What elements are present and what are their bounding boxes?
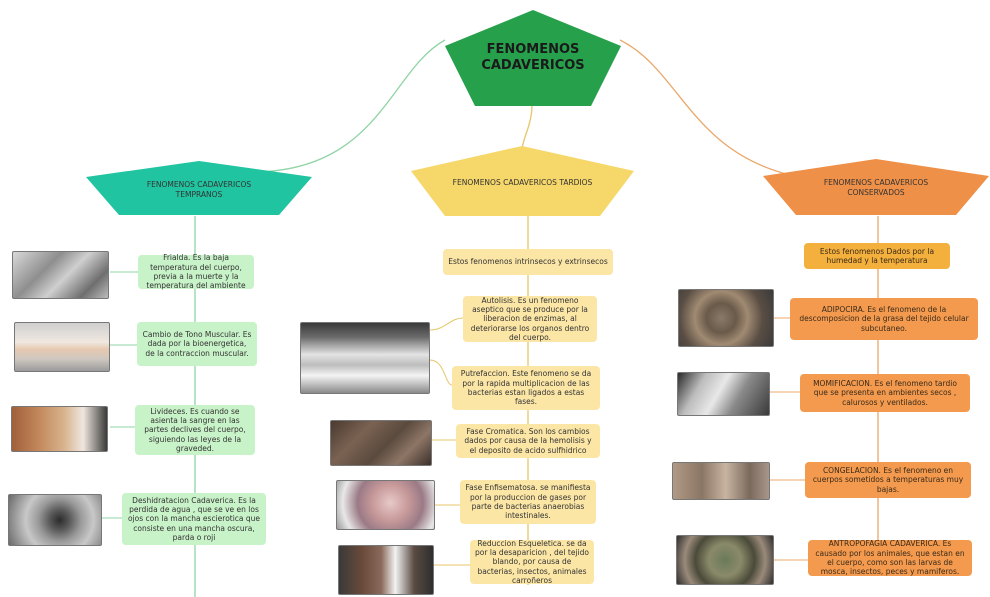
node-deshidratacion-text: Deshidratacion Cadaverica. Es la perdida… xyxy=(127,495,261,543)
emphysematous-phase-photo xyxy=(336,480,435,530)
node-reduccion-esqueletica[interactable]: Reduccion Esqueletica. se da por la desa… xyxy=(470,538,594,586)
node-antropofagia[interactable]: ANTROPOFAGIA CADAVERICA. Es causado por … xyxy=(808,539,972,577)
cold-body-photo xyxy=(12,251,109,299)
connector-root-tardios xyxy=(521,104,533,151)
node-humedad[interactable]: Estos fenomenos Dados por la humedad y l… xyxy=(804,243,950,269)
node-humedad-text: Estos fenomenos Dados por la humedad y l… xyxy=(819,246,935,265)
branch-conservados[interactable]: FENOMENOS CADAVERICOS CONSERVADOS xyxy=(762,158,990,216)
branch-tempranos[interactable]: FENOMENOS CADAVERICOS TEMPRANOS xyxy=(85,160,313,216)
branch-tardios[interactable]: FENOMENOS CADAVERICOS TARDIOS xyxy=(410,145,635,217)
branch-tempranos-shape xyxy=(86,161,312,215)
cadaveric-anthropophagy-photo xyxy=(676,535,774,585)
lividity-photo xyxy=(11,406,108,452)
dehydration-eye-photo xyxy=(8,494,102,546)
root-node[interactable]: FENOMENOS CADAVERICOS xyxy=(443,8,623,108)
autolysis-photo xyxy=(300,322,430,394)
branch-conservados-shape xyxy=(763,159,989,215)
connector-root-conservados xyxy=(619,39,791,176)
muscle-tone-photo xyxy=(14,322,110,372)
node-congelacion-text: CONGELACION. Es el fenomeno en cuerpos s… xyxy=(812,465,964,494)
branch-tardios-title: FENOMENOS CADAVERICOS TARDIOS xyxy=(452,178,593,187)
node-tono-muscular[interactable]: Cambio de Tono Muscular. Es dada por la … xyxy=(137,322,257,366)
node-momificacion-text: MOMIFICACION. Es el fenomeno tardio que … xyxy=(813,378,957,407)
node-tono-muscular-text: Cambio de Tono Muscular. Es dada por la … xyxy=(142,329,252,358)
node-adipocira-text: ADIPOCIRA. Es el fenomeno de la descompo… xyxy=(799,304,969,333)
node-fase-cromatica-text: Fase Cromatica. Son los cambios dados po… xyxy=(464,426,592,455)
root-pentagon-shape xyxy=(445,10,621,106)
mummification-photo xyxy=(677,372,770,416)
node-frialdad[interactable]: Frialda. Es la baja temperatura del cuer… xyxy=(138,253,254,291)
node-livideces-text: Livideces. Es cuando se asienta la sangr… xyxy=(144,406,246,454)
node-autolisis[interactable]: Autolisis. Es un fenomeno aseptico que s… xyxy=(463,296,597,342)
node-fase-enfisematosa[interactable]: Fase Enfisematosa. se manifiesta por la … xyxy=(460,480,596,524)
skeletal-reduction-photo xyxy=(338,545,434,595)
node-adipocira[interactable]: ADIPOCIRA. Es el fenomeno de la descompo… xyxy=(790,298,978,340)
freezing-photo xyxy=(672,462,770,500)
node-congelacion[interactable]: CONGELACION. Es el fenomeno en cuerpos s… xyxy=(805,462,971,498)
node-intrinsecos[interactable]: Estos fenomenos intrinsecos y extrinseco… xyxy=(443,249,613,275)
node-autolisis-text: Autolisis. Es un fenomeno aseptico que s… xyxy=(470,295,590,343)
adipocere-photo xyxy=(678,289,774,347)
branch-conservados-title: FENOMENOS CADAVERICOS CONSERVADOS xyxy=(823,178,929,197)
node-fase-enfisematosa-text: Fase Enfisematosa. se manifiesta por la … xyxy=(465,483,591,521)
node-fase-cromatica[interactable]: Fase Cromatica. Son los cambios dados po… xyxy=(456,424,600,458)
node-deshidratacion[interactable]: Deshidratacion Cadaverica. Es la perdida… xyxy=(122,493,266,545)
node-putrefaccion[interactable]: Putrefaccion. Este fenomeno se da por la… xyxy=(452,366,600,410)
chromatic-phase-photo xyxy=(330,420,432,466)
node-reduccion-esqueletica-text: Reduccion Esqueletica. se da por la desa… xyxy=(475,538,589,586)
branch-tempranos-title: FENOMENOS CADAVERICOS TEMPRANOS xyxy=(146,180,252,199)
root-title: FENOMENOS CADAVERICOS xyxy=(481,42,585,73)
node-momificacion[interactable]: MOMIFICACION. Es el fenomeno tardio que … xyxy=(800,374,970,412)
node-putrefaccion-text: Putrefaccion. Este fenomeno se da por la… xyxy=(460,369,592,407)
node-livideces[interactable]: Livideces. Es cuando se asienta la sangr… xyxy=(135,405,255,455)
node-frialdad-text: Frialda. Es la baja temperatura del cuer… xyxy=(146,253,246,291)
node-intrinsecos-text: Estos fenomenos intrinsecos y extrinseco… xyxy=(448,257,608,267)
branch-tardios-shape xyxy=(411,146,634,216)
node-antropofagia-text: ANTROPOFAGIA CADAVERICA. Es causado por … xyxy=(815,539,965,577)
